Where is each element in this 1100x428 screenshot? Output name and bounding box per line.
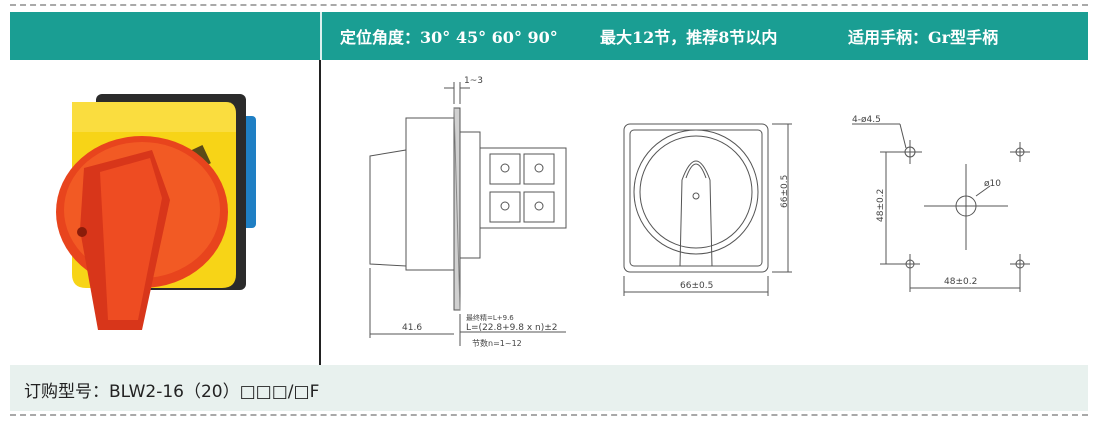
max-sections-text: 最大12节，推荐8节以内: [600, 28, 778, 47]
column-divider: [319, 60, 321, 365]
total-length-formula: 最终精=L+9.6: [466, 313, 514, 322]
depth-dimension-label: 41.6: [402, 323, 422, 333]
header-divider: [320, 12, 322, 60]
order-code-bar: 订购型号：BLW2-16（20）□□□/□F: [10, 365, 1088, 411]
side-view-drawing: [369, 82, 567, 346]
mounting-pattern-drawing: [852, 123, 1030, 292]
positioning-angles-text: 定位角度：30° 45° 60° 90°: [340, 28, 558, 47]
front-width-label: 66±0.5: [680, 281, 713, 291]
front-height-label: 66±0.5: [780, 175, 790, 208]
front-view-drawing: [623, 123, 792, 296]
order-code-text: 订购型号：BLW2-16（20）□□□/□F: [24, 382, 320, 402]
technical-drawing: 1~3 41.6 最终精=L+9.6 L=(22.8+9.8 x n)±2 节数…: [369, 76, 1030, 348]
handle-lock-hole: [77, 227, 87, 237]
spec-header-bar: 定位角度：30° 45° 60° 90° 最大12节，推荐8节以内 适用手柄：G…: [10, 12, 1088, 60]
length-formula: L=(22.8+9.8 x n)±2: [466, 323, 558, 333]
vertical-spacing-label: 48±0.2: [876, 189, 886, 222]
horizontal-spacing-label: 48±0.2: [944, 277, 977, 287]
bottom-dashed-separator: [10, 414, 1088, 416]
product-photo: [56, 94, 256, 330]
section-count-label: 节数n=1~12: [472, 338, 522, 348]
plate-thickness-label: 1~3: [464, 76, 483, 86]
handle-type-text: 适用手柄：Gr型手柄: [848, 28, 999, 47]
header-left-cell: [10, 12, 320, 60]
center-hole-label: ø10: [984, 179, 1001, 189]
mounting-holes-label: 4-ø4.5: [852, 115, 881, 125]
top-dashed-separator: [10, 4, 1088, 6]
